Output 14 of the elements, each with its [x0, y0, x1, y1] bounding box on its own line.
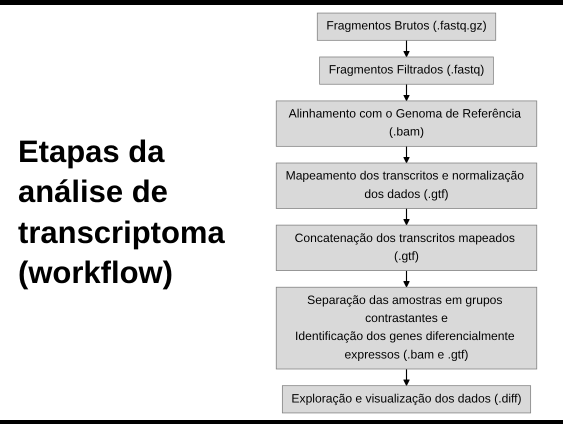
arrow [403, 40, 410, 57]
arrow [403, 208, 410, 225]
arrow [403, 146, 410, 163]
node-box: Fragmentos Filtrados (.fastq) [319, 56, 494, 84]
node-box: Mapeamento dos transcritos e normalização dos dados (.gtf) [276, 162, 538, 208]
node-box: Exploração e visualização dos dados (.diff) [282, 384, 532, 413]
title: Etapas da análise de transcriptoma (workflow) [17, 132, 226, 292]
node-box: Fragmentos Brutos (.fastq.gz) [316, 12, 496, 40]
arrow [403, 84, 410, 101]
arrow [403, 270, 410, 288]
arrow [403, 368, 410, 386]
node-box: Separação das amostras em grupos contrastantes e Identificação dos genes diferencialmente expressos (.bam e .gtf) [276, 286, 538, 369]
node-box: Concatenação dos transcritos mapeados (.gtf) [276, 224, 538, 270]
node-box: Alinhamento com o Genoma de Referência (.bam) [276, 100, 538, 146]
